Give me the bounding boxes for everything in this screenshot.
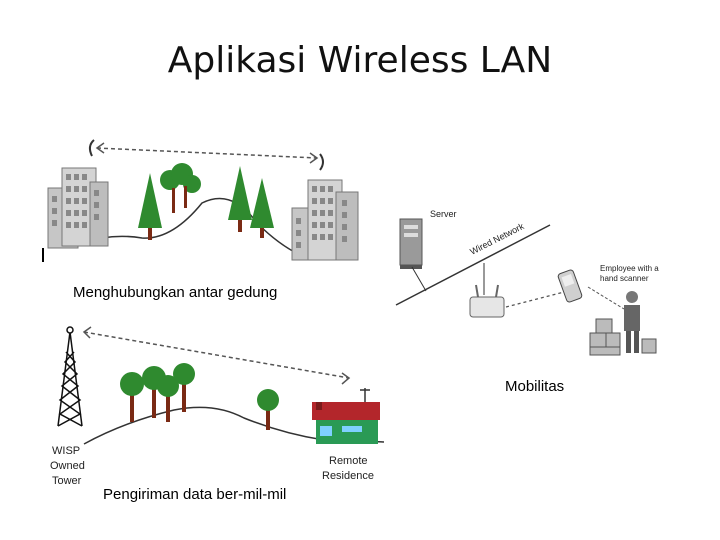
residence-label-line2: Residence	[322, 470, 374, 482]
tower-label-line3: Tower	[52, 475, 82, 487]
wisp-caption: Pengiriman data ber-mil-mil	[103, 486, 287, 503]
residence-label-line1: Remote	[329, 455, 368, 467]
wireless-link-arrow	[95, 142, 319, 164]
employee-label-line1: Employee with a	[600, 264, 659, 273]
employee-figure	[624, 291, 640, 353]
hill-line	[83, 406, 385, 445]
wisp-illustration	[57, 326, 385, 445]
employee-label-line2: hand scanner	[600, 274, 649, 283]
left-antenna-icon	[88, 139, 95, 157]
trees-group	[120, 363, 279, 430]
trees-right	[228, 166, 274, 238]
long-range-link-arrow	[82, 326, 351, 385]
hand-scanner-icon	[557, 269, 583, 303]
buildings-caption: Menghubungkan antar gedung	[73, 284, 278, 301]
remote-residence-icon	[312, 388, 380, 444]
boxes-icon	[589, 318, 657, 356]
wired-network-label: Wired Network	[468, 221, 526, 257]
hill-line	[81, 197, 342, 259]
server-label: Server	[430, 209, 457, 219]
panel-edge-mark	[42, 248, 44, 262]
tower-label-line2: Owned	[50, 460, 85, 472]
access-point-icon	[469, 263, 505, 318]
slide-title: Aplikasi Wireless LAN	[167, 40, 553, 81]
buildings-illustration	[47, 139, 359, 261]
mobility-illustration: Server Wired Network Employee with a han…	[395, 209, 659, 356]
wireless-link-to-scanner	[505, 290, 569, 308]
tower-label-line1: WISP	[52, 445, 80, 457]
wisp-tower-icon	[57, 326, 83, 427]
right-antenna-icon	[319, 153, 324, 171]
server-icon	[399, 218, 423, 269]
trees-left	[138, 163, 201, 240]
mobility-caption: Mobilitas	[505, 378, 565, 395]
wisp-labels: WISP Owned Tower Remote Residence	[50, 445, 374, 487]
wired-network-line	[395, 224, 551, 306]
left-building	[47, 167, 109, 249]
right-building	[291, 179, 359, 261]
